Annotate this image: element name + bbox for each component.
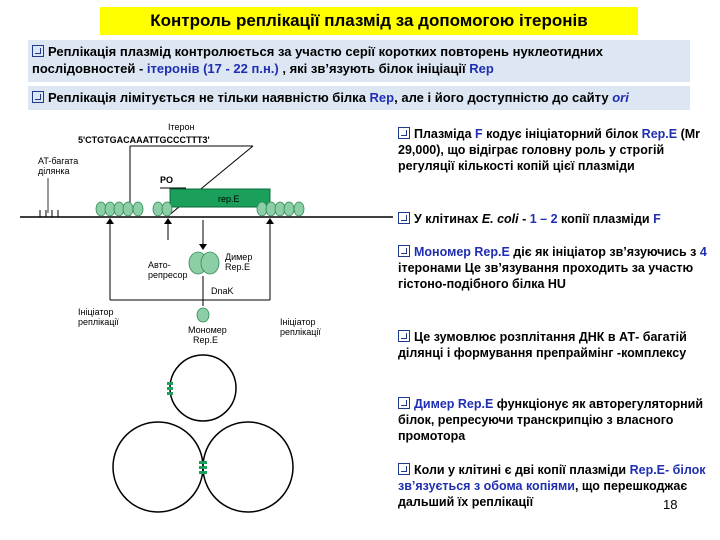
b6-t3: , що перешкоджає дальший їх реплікації xyxy=(398,479,688,509)
monomer-label-2: Rep.E xyxy=(193,335,218,345)
b6-t1: Коли у клітині є дві копії плазміди xyxy=(414,463,630,477)
b3-t2: ітеронами Це зв’язування проходить за уч… xyxy=(398,261,694,291)
band2-rep: Rep xyxy=(369,90,395,105)
band2-text-1: Реплікація лімітується не тільки наявніс… xyxy=(48,90,370,105)
dnak-label: DnaK xyxy=(211,286,234,296)
checkbox-bullet-icon xyxy=(398,127,410,139)
paired-iteron-marks xyxy=(199,461,207,474)
b6-rep: Rep.E xyxy=(629,463,666,477)
b1-t2: кодує ініціаторний білок xyxy=(482,127,642,141)
left-arrow-head xyxy=(106,218,114,224)
b5-t1: функціонує як авторегуляторний білок, ре… xyxy=(398,397,704,443)
monomer-label-1: Мономер xyxy=(188,325,227,335)
init-left-1: Ініціатор xyxy=(78,307,113,317)
slide-title: Контроль реплікації плазмід за допомогою… xyxy=(100,7,638,35)
band1-text-2: , які зв’язують білок ініціації xyxy=(278,61,470,76)
bullet-1: Плазміда F кодує ініціаторний білок Rep.… xyxy=(398,126,708,174)
autorepressor-arrow-head xyxy=(164,218,172,224)
intro-band-2: Реплікація лімітується не тільки наявніс… xyxy=(28,86,690,110)
dimer-label-1: Димер xyxy=(225,252,252,262)
iteron-sequence: 5'CTGTGACAAATTGCCCTTT3' xyxy=(78,135,210,145)
at-rich-ticks xyxy=(39,210,59,217)
b2-t3: копії плазміди xyxy=(557,212,654,226)
bullet-2: У клітинах E. coli - 1 – 2 копії плазмід… xyxy=(398,211,708,227)
b2-f: F xyxy=(653,212,661,226)
right-arrow-head xyxy=(266,218,274,224)
at-label-2: ділянка xyxy=(38,166,70,176)
b5-dimer: Димер Rep.E xyxy=(414,397,494,411)
plasmid-circle-right xyxy=(202,421,294,513)
single-iteron-marks xyxy=(167,382,173,395)
rep-e-dimer xyxy=(188,251,220,275)
init-left-2: реплікації xyxy=(78,317,119,327)
band1-text-1: Реплікація плазмід контролюється за учас… xyxy=(32,44,603,76)
b1-f: F xyxy=(475,127,483,141)
gene-label: rep.E xyxy=(218,194,240,204)
autorep-label-1: Авто- xyxy=(148,260,171,270)
autorep-label-2: репресор xyxy=(148,270,188,280)
checkbox-bullet-icon xyxy=(398,330,410,342)
checkbox-bullet-icon xyxy=(398,463,410,475)
b2-num: 1 – 2 xyxy=(529,212,558,226)
intro-band-1: Реплікація плазмід контролюється за учас… xyxy=(28,40,690,82)
band1-rep: Rep xyxy=(469,61,494,76)
b3-mono: Мономер Rep.E xyxy=(414,245,510,259)
b4-t1: Це зумовлює розплітання ДНК в АТ- багаті… xyxy=(398,330,687,360)
bullet-5: Димер Rep.E функціонує як авторегуляторн… xyxy=(398,396,708,444)
b1-t1: Плазміда xyxy=(414,127,476,141)
plasmid-circle-single xyxy=(169,354,237,422)
bullet-4: Це зумовлює розплітання ДНК в АТ- багаті… xyxy=(398,329,708,361)
plasmid-diagram: Ітерон 5'CTGTGACAAATTGCCCTTT3' AT-багата… xyxy=(20,122,393,513)
plasmid-circle-left xyxy=(112,421,204,513)
rep-e-gene-box xyxy=(169,188,271,208)
gene-arrow-head xyxy=(199,244,207,250)
b2-t2: - xyxy=(518,212,530,226)
checkbox-bullet-icon xyxy=(398,397,410,409)
checkbox-bullet-icon xyxy=(398,212,410,224)
bullet-6: Коли у клітині є дві копії плазміди Rep.… xyxy=(398,462,708,510)
bullet-3: Мономер Rep.E діє як ініціатор зв’язуючи… xyxy=(398,244,708,292)
b3-four: 4 xyxy=(699,245,707,259)
checkbox-bullet-icon xyxy=(32,91,44,103)
at-label-1: AT-багата xyxy=(38,156,78,166)
b2-t1: У клітинах xyxy=(414,212,482,226)
iteron-beads-left xyxy=(95,201,173,217)
b6-t2: - білок зв’язується з обома копіями xyxy=(398,463,706,493)
b1-t3: (Mr 29,000), що відіграє головну роль у … xyxy=(398,127,701,173)
band2-text-2: , але і його доступністю до сайту xyxy=(394,90,613,105)
slide-title-text: Контроль реплікації плазмід за допомогою… xyxy=(150,11,588,30)
po-label: PO xyxy=(160,175,173,185)
iteron-beads-right xyxy=(256,201,305,217)
init-right-1: Ініціатор xyxy=(280,317,315,327)
band1-iterons: ітеронів (17 - 22 п.н.) xyxy=(146,61,279,76)
b1-rep: Rep.E xyxy=(641,127,678,141)
b2-ecoli: E. coli xyxy=(481,212,519,226)
band2-ori: ori xyxy=(612,90,629,105)
checkbox-bullet-icon xyxy=(32,45,44,57)
dimer-label-2: Rep.E xyxy=(225,262,250,272)
iteron-label: Ітерон xyxy=(168,122,195,132)
page-number: 18 xyxy=(663,497,678,512)
rep-e-monomer xyxy=(196,307,210,323)
checkbox-bullet-icon xyxy=(398,245,410,257)
init-right-2: реплікації xyxy=(280,327,321,337)
b3-t1: діє як ініціатор зв’язуючись з xyxy=(509,245,700,259)
